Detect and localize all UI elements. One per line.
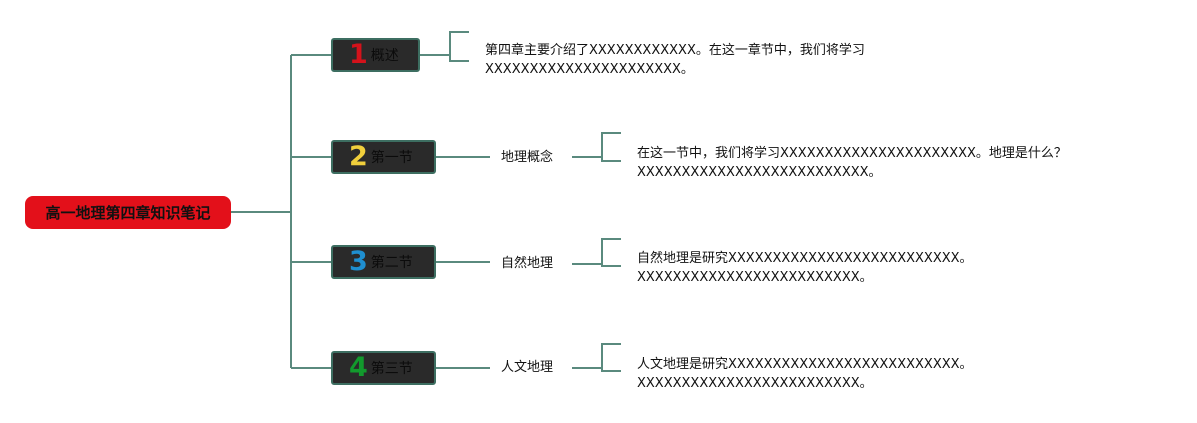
section-label: 概述: [370, 48, 399, 64]
description-line: XXXXXXXXXXXXXXXXXXXXXXXXXX。: [637, 165, 882, 180]
section-label: 第一节: [370, 150, 413, 166]
section-description: 在这一节中，我们将学习XXXXXXXXXXXXXXXXXXXXXX。地理是什么？…: [637, 144, 1067, 182]
root-node[interactable]: 高一地理第四章知识笔记: [25, 196, 231, 229]
section-label: 第二节: [370, 255, 413, 271]
description-line: XXXXXXXXXXXXXXXXXXXXXX。: [485, 62, 694, 77]
section-node-overview[interactable]: 1 概述: [331, 38, 420, 72]
description-line: 第四章主要介绍了XXXXXXXXXXXX。在这一章节中，我们将学习: [485, 43, 865, 58]
section-number: 4: [349, 351, 368, 383]
section-node-1[interactable]: 2 第一节: [331, 140, 436, 174]
section-number: 2: [349, 140, 368, 172]
description-line: 人文地理是研究XXXXXXXXXXXXXXXXXXXXXXXXXX。: [637, 357, 973, 372]
description-line: XXXXXXXXXXXXXXXXXXXXXXXXX。: [637, 270, 873, 285]
description-line: XXXXXXXXXXXXXXXXXXXXXXXXX。: [637, 376, 873, 391]
description-line: 在这一节中，我们将学习XXXXXXXXXXXXXXXXXXXXXX。地理是什么？: [637, 146, 1067, 161]
section-number: 3: [349, 245, 368, 277]
root-title: 高一地理第四章知识笔记: [45, 204, 211, 222]
section-node-2[interactable]: 3 第二节: [331, 245, 436, 279]
section-description: 第四章主要介绍了XXXXXXXXXXXX。在这一章节中，我们将学习 XXXXXX…: [485, 41, 865, 79]
subtopic-label[interactable]: 自然地理: [501, 256, 554, 271]
section-number: 1: [349, 38, 368, 70]
subtopic-label[interactable]: 地理概念: [501, 150, 554, 165]
section-label: 第三节: [370, 361, 413, 377]
section-node-3[interactable]: 4 第三节: [331, 351, 436, 385]
description-line: 自然地理是研究XXXXXXXXXXXXXXXXXXXXXXXXXX。: [637, 251, 973, 266]
subtopic-label[interactable]: 人文地理: [501, 360, 554, 375]
section-description: 人文地理是研究XXXXXXXXXXXXXXXXXXXXXXXXXX。 XXXXX…: [637, 355, 973, 393]
section-description: 自然地理是研究XXXXXXXXXXXXXXXXXXXXXXXXXX。 XXXXX…: [637, 249, 973, 287]
